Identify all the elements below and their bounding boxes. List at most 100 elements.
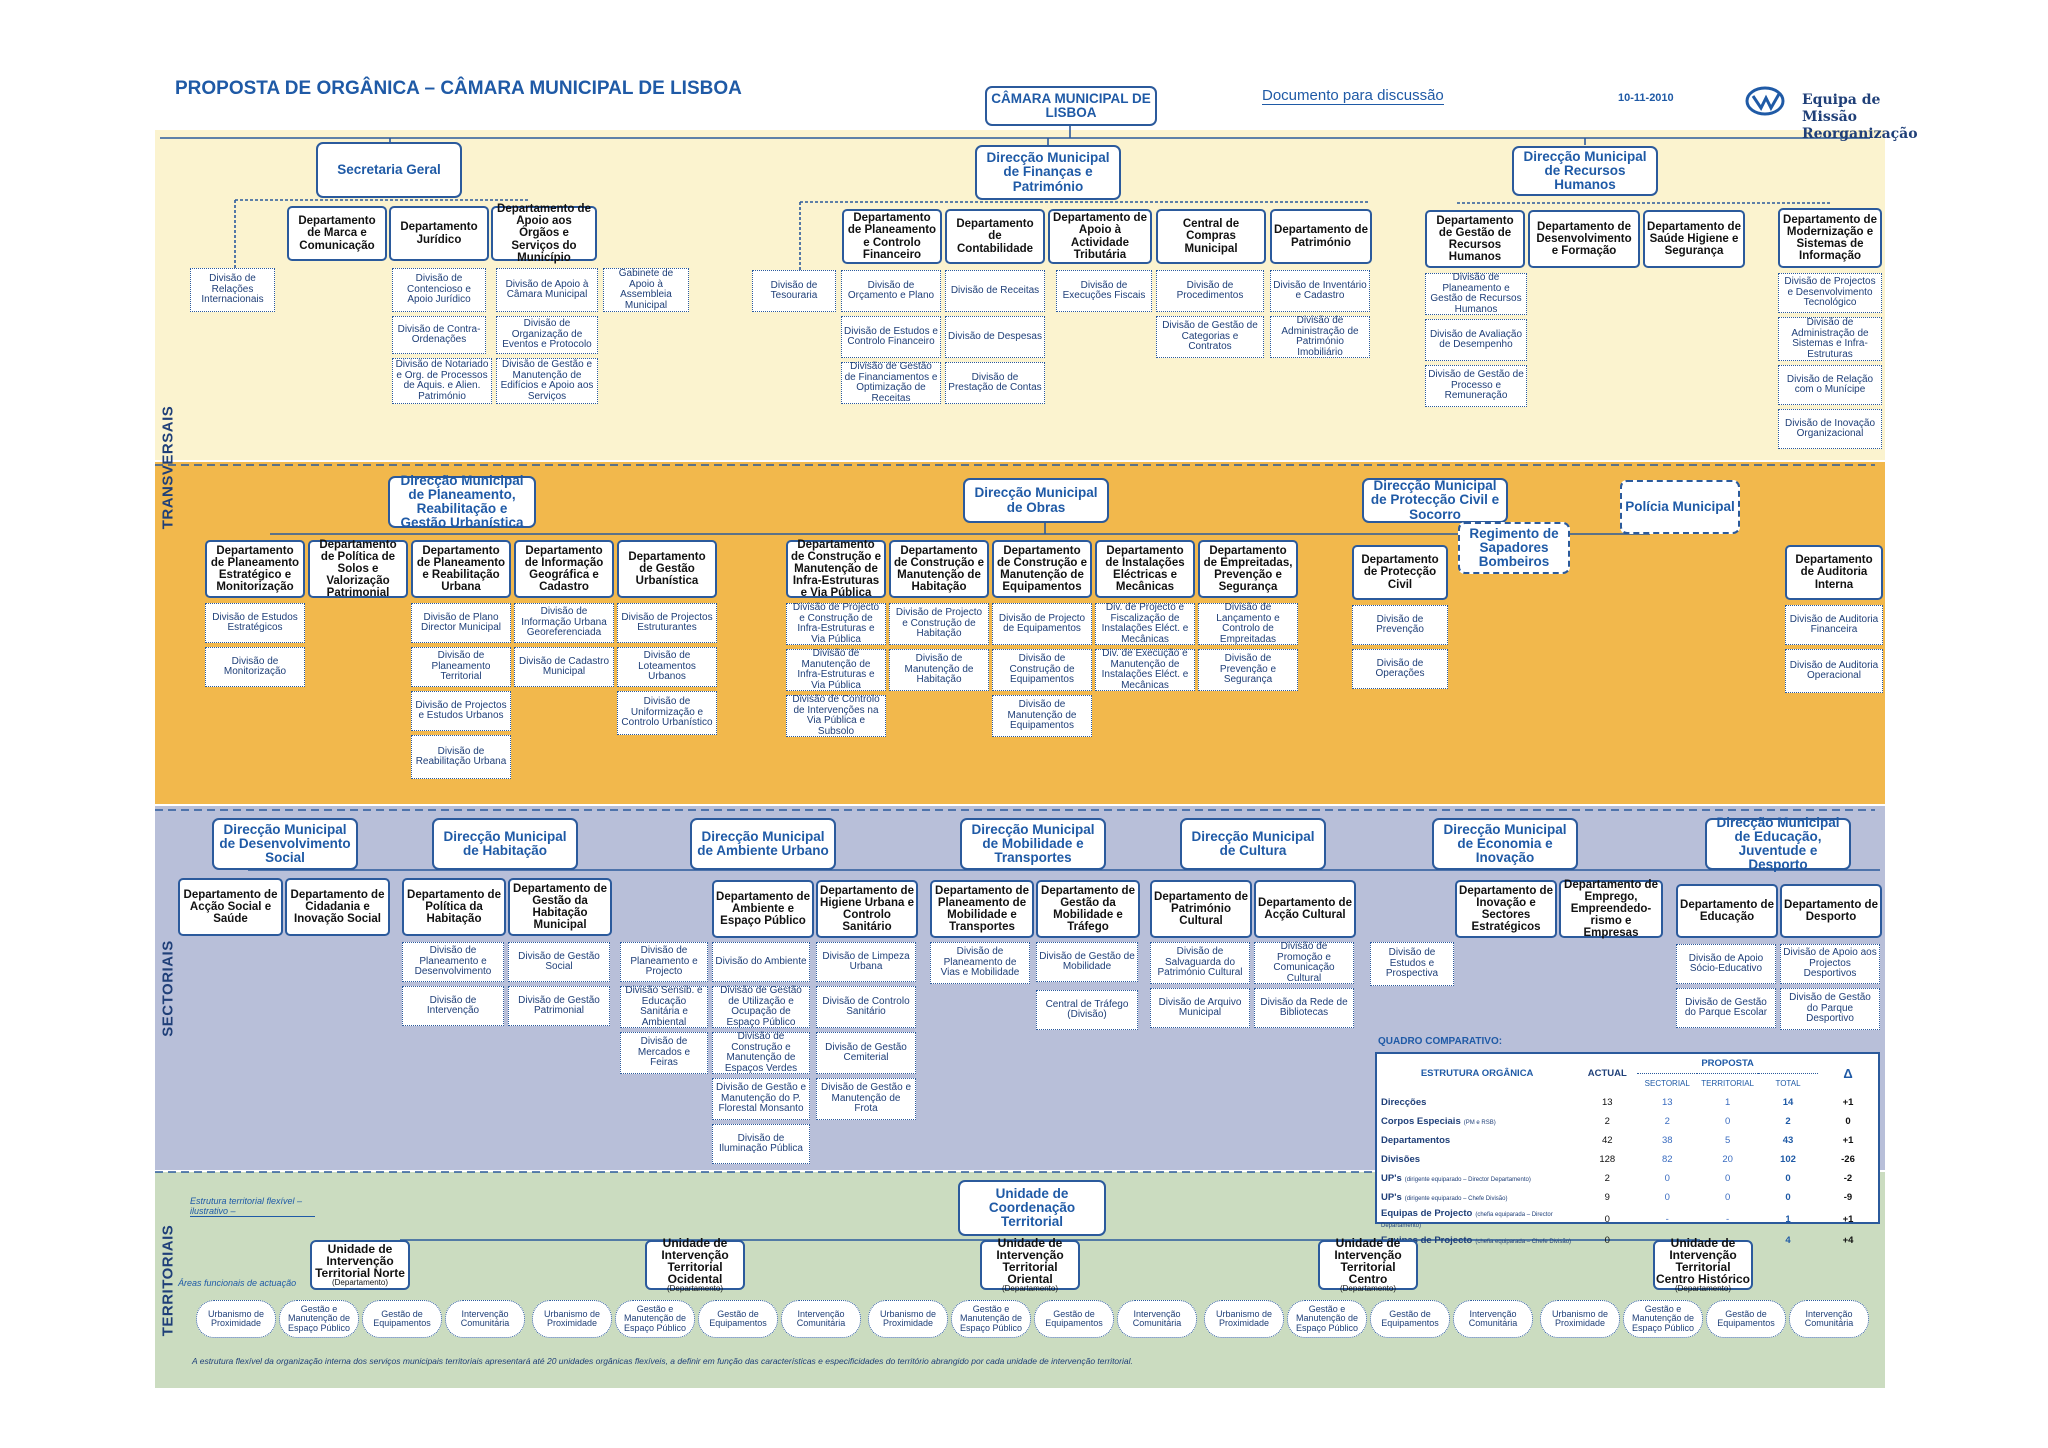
div-vias-mobilidade: Divisão de Planeamento de Vias e Mobilid…	[930, 942, 1030, 984]
div-inovacao-organizacional: Divisão de Inovação Organizacional	[1778, 409, 1882, 449]
areas-label: Áreas funcionais de actuação	[178, 1278, 297, 1288]
div-projectos-desportivos: Divisão de Apoio aos Projectos Desportiv…	[1780, 944, 1880, 984]
area-a4: Intervenção Comunitária	[1117, 1300, 1197, 1338]
cmp-cell-t: 5	[1724, 1135, 1731, 1146]
div-projecto-habitacao: Divisão de Projecto e Construção de Habi…	[889, 603, 989, 645]
div-intervencao: Divisão de Intervenção	[402, 986, 504, 1026]
dept-planeamento-financeiro: Departamento de Planeamento e Controlo F…	[842, 209, 942, 264]
div-mercados-feiras: Divisão de Mercados e Feiras	[620, 1032, 708, 1074]
div-cadastro: Divisão de Cadastro Municipal	[514, 647, 614, 687]
div-projectos-estruturantes: Divisão de Projectos Estruturantes	[617, 603, 717, 643]
dept-atividade-tributaria: Departamento de Apoio à Actividade Tribu…	[1048, 209, 1152, 264]
div-planeamento-territorial: Divisão de Planeamento Territorial	[411, 647, 511, 687]
cmp-cell-o: 14	[1782, 1097, 1794, 1108]
dm-habitacao: Direcção Municipal de Habitação	[432, 818, 578, 870]
div-gestao-patrimonial: Divisão de Gestão Patrimonial	[508, 986, 610, 1026]
dept-auditoria: Departamento de Auditoria Interna	[1785, 545, 1883, 600]
area-a2: Gestão e Manutenção de Espaço Público	[1287, 1300, 1367, 1338]
div-planeamento-projecto: Divisão de Planeamento e Projecto	[620, 942, 708, 982]
dept-apoio-orgaos: Departamento de Apoio aos Órgãos e Servi…	[491, 203, 597, 264]
cmp-h-sec: SECTORIAL	[1644, 1079, 1690, 1088]
cmp-cell-o: 43	[1782, 1135, 1794, 1146]
div-planeamento-rh: Divisão de Planeamento e Gestão de Recur…	[1425, 272, 1527, 315]
cmp-row-label: Divisões	[1381, 1154, 1421, 1165]
cmp-cell-a: 42	[1601, 1135, 1613, 1146]
cmp-h-ter: TERRITORIAL	[1701, 1079, 1754, 1088]
dm-proteccao-civil: Direcção Municipal de Protecção Civil e …	[1362, 478, 1508, 523]
cmp-cell-t: 1	[1724, 1097, 1731, 1108]
cmp-cell-o: 0	[1785, 1192, 1791, 1203]
cmp-row-sub: (PM e RSB)	[1463, 1120, 1496, 1126]
dept-contabilidade: Departamento de Contabilidade	[945, 209, 1045, 264]
dept-higiene-urbana: Departamento de Higiene Urbana e Control…	[816, 880, 918, 938]
area-a3: Gestão de Equipamentos	[698, 1300, 778, 1338]
div-relacao-municipe: Divisão de Relação com o Munícipe	[1778, 365, 1882, 405]
gabinete-assembleia: Gabinete de Apoio à Assembleia Municipal	[603, 268, 689, 312]
cmp-h-prop: PROPOSTA	[1637, 1054, 1818, 1074]
dept-emprego: Departamento de Emprego, Empreendedo-ris…	[1559, 879, 1663, 939]
doc-date: 10-11-2010	[1618, 92, 1674, 104]
div-receitas: Divisão de Receitas	[945, 270, 1045, 312]
dept-educacao: Departamento de Educação	[1676, 884, 1778, 938]
area-a2: Gestão e Manutenção de Espaço Público	[1623, 1300, 1703, 1338]
unit-u5: Unidade de Intervenção Territorial Centr…	[1653, 1237, 1753, 1293]
cmp-cell-d: 0	[1845, 1116, 1851, 1127]
dept-equipamentos: Departamento de Construção e Manutenção …	[992, 540, 1092, 598]
cmp-h-tot: TOTAL	[1775, 1079, 1801, 1088]
cmp-row-label: Corpos Especiais	[1381, 1116, 1461, 1127]
area-a3: Gestão de Equipamentos	[1706, 1300, 1786, 1338]
regimento-bombeiros: Regimento de Sapadores Bombeiros	[1458, 522, 1570, 574]
cmp-cell-t: 0	[1724, 1116, 1731, 1127]
unit-dept: (Departamento)	[666, 1284, 724, 1293]
dept-habitacao-obras: Departamento de Construção e Manutenção …	[889, 540, 989, 598]
unit-u4: Unidade de Intervenção Territorial Centr…	[1318, 1237, 1418, 1293]
div-inventario: Divisão de Inventário e Cadastro	[1270, 270, 1370, 312]
cmp-cell-d: -26	[1841, 1154, 1855, 1165]
cmp-row-sub: (chefia equiparada – Chefe Divisão)	[1475, 1239, 1572, 1245]
area-a3: Gestão de Equipamentos	[1370, 1300, 1450, 1338]
cmp-cell-p: 13	[1661, 1097, 1673, 1108]
div-monsanto: Divisão de Gestão e Manutenção do P. Flo…	[712, 1078, 810, 1120]
cmp-row-label: Equipas de Projecto	[1381, 1208, 1473, 1219]
cmp-cell-d: +1	[1842, 1097, 1854, 1108]
doc-status: Documento para discussão	[1262, 87, 1444, 105]
cmp-cell-a: 0	[1604, 1213, 1610, 1225]
central-trafego: Central de Tráfego (Divisão)	[1036, 990, 1138, 1030]
dm-cultura: Direcção Municipal de Cultura	[1180, 818, 1326, 870]
div-sistemas-infra: Divisão de Administração de Sistemas e I…	[1778, 317, 1882, 361]
area-a4: Intervenção Comunitária	[445, 1300, 525, 1338]
div-manutencao-equipamentos: Divisão de Manutenção de Equipamentos	[992, 695, 1092, 737]
cmp-cell-p: -	[1665, 1213, 1669, 1225]
cmp-row-label: UP's	[1381, 1173, 1402, 1184]
secretaria-geral: Secretaria Geral	[316, 142, 462, 198]
div-espacos-verdes: Divisão de Construção e Manutenção de Es…	[712, 1031, 810, 1074]
cmp-cell-a: 0	[1604, 1235, 1610, 1246]
div-projectos-tecnologico: Divisão de Projectos e Desenvolvimento T…	[1778, 273, 1882, 313]
cmp-row-label: Departamentos	[1381, 1135, 1451, 1146]
dept-gestao-habitacao: Departamento de Gestão da Habitação Muni…	[508, 878, 612, 936]
div-construcao-equipamentos: Divisão de Construção de Equipamentos	[992, 649, 1092, 691]
cmp-cell-o: 4	[1785, 1235, 1791, 1246]
dm-planeamento-urbanistica: Direcção Municipal de Planeamento, Reabi…	[388, 473, 536, 530]
dm-educacao: Direcção Municipal de Educação, Juventud…	[1705, 815, 1851, 872]
div-gestao-mobilidade: Divisão de Gestão de Mobilidade	[1036, 942, 1138, 982]
div-bibliotecas: Divisão da Rede de Bibliotecas	[1254, 988, 1354, 1028]
cmp-cell-a: 13	[1601, 1097, 1613, 1108]
dm-recursos-humanos: Direcção Municipal de Recursos Humanos	[1512, 146, 1658, 196]
unit-u3: Unidade de Intervenção Territorial Orien…	[980, 1237, 1080, 1293]
territorial-note: Estrutura territorial flexível – ilustra…	[190, 1196, 315, 1217]
div-iluminacao: Divisão de Iluminação Pública	[712, 1124, 810, 1164]
dept-desporto: Departamento de Desporto	[1780, 884, 1882, 938]
cmp-h-act: ACTUAL	[1587, 1068, 1627, 1079]
cmp-row-label: Equipas de Projecto	[1381, 1235, 1473, 1246]
dept-informacao-geografica: Departamento de Informação Geográfica e …	[514, 540, 614, 598]
div-parque-desportivo: Divisão de Gestão do Parque Desportivo	[1780, 988, 1880, 1030]
area-a1: Urbanismo de Proximidade	[532, 1300, 612, 1338]
unit-u2: Unidade de Intervenção Territorial Ocide…	[645, 1237, 745, 1293]
div-manutencao-habitacao: Divisão de Manutenção de Habitação	[889, 649, 989, 691]
area-a2: Gestão e Manutenção de Espaço Público	[615, 1300, 695, 1338]
unit-dept: (Departamento)	[1674, 1284, 1732, 1293]
div-avaliacao-desempenho: Divisão de Avaliação de Desempenho	[1425, 319, 1527, 361]
unit-dept: (Departamento)	[1001, 1284, 1059, 1293]
dept-ambiente-espaco-publico: Departamento de Ambiente e Espaço Públic…	[712, 880, 814, 938]
